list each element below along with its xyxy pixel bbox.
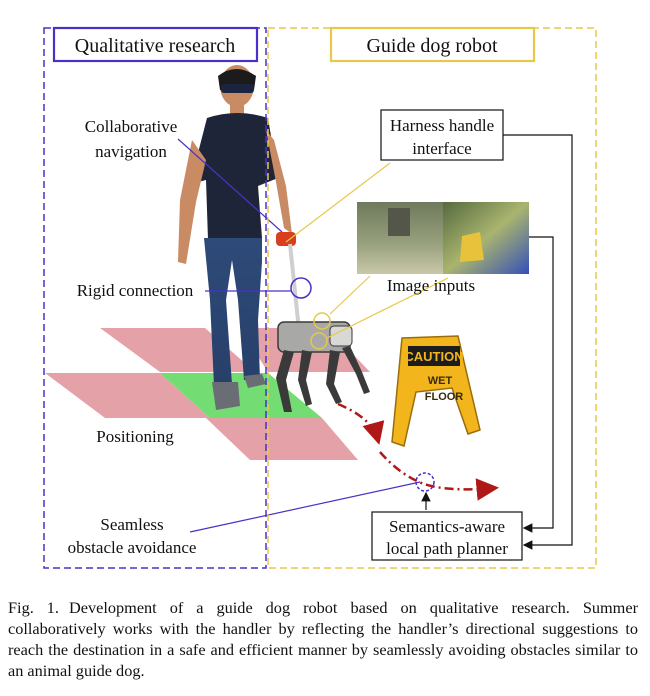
rigid-connection-marker — [290, 277, 312, 299]
harness-handle-box — [380, 109, 504, 161]
grid-cell-front-right — [206, 418, 358, 460]
caution-banner — [408, 346, 460, 366]
sign-floor-text: FLOOR — [425, 391, 464, 403]
handler-person — [178, 65, 301, 410]
label-collaborative-navigation-2: navigation — [95, 142, 167, 161]
sign-caution-text: CAUTION — [404, 349, 463, 364]
label-collaborative-navigation-1: Collaborative — [85, 117, 178, 136]
path-planner-box — [371, 511, 523, 561]
guide-dog-robot-panel — [267, 27, 597, 569]
figure-1: CAUTION WET FLOOR Qualitative research G… — [43, 26, 597, 569]
camera-marker-1 — [313, 312, 331, 330]
sign-wet-text: WET — [428, 375, 453, 387]
caption-figure-number: Fig. 1. — [8, 598, 59, 617]
wet-floor-sign: CAUTION WET FLOOR — [391, 335, 481, 447]
image-inputs — [357, 202, 529, 274]
planned-path — [337, 402, 499, 501]
label-planner-2: local path planner — [386, 539, 508, 558]
label-image-inputs: Image inputs — [387, 276, 475, 295]
label-planner-1: Semantics-aware — [389, 517, 505, 536]
panel-left-title: Qualitative research — [75, 35, 235, 57]
caption-text: Development of a guide dog robot based o… — [8, 598, 638, 680]
connectors — [177, 138, 449, 533]
label-seamless-2: obstacle avoidance — [68, 538, 197, 557]
figure-caption: Fig. 1.Development of a guide dog robot … — [8, 597, 638, 681]
label-positioning: Positioning — [96, 427, 174, 446]
grid-cell-left — [45, 373, 210, 418]
panel-right-title: Guide dog robot — [366, 35, 498, 57]
camera-marker-2 — [310, 332, 328, 350]
label-harness-1: Harness handle — [390, 116, 494, 135]
robot-dog — [276, 321, 370, 412]
flow-arrows — [421, 134, 573, 550]
camera-image-right — [443, 202, 529, 274]
label-harness-2: interface — [412, 139, 471, 158]
label-rigid-connection: Rigid connection — [77, 281, 194, 300]
avoidance-marker — [415, 472, 435, 492]
grid-cell-back-left — [100, 328, 255, 372]
label-seamless-1: Seamless — [100, 515, 163, 534]
